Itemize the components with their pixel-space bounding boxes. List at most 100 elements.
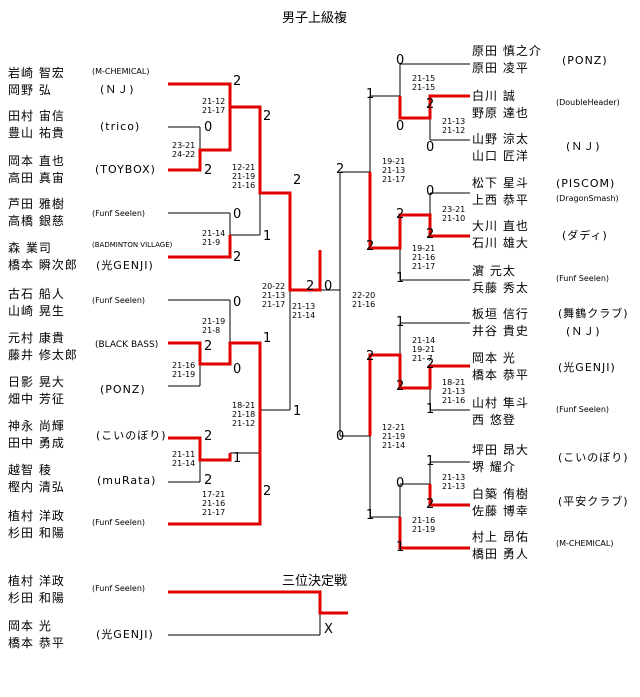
- club-name: (TOYBOX): [95, 163, 156, 176]
- player-name: 高田 真宙: [8, 171, 65, 185]
- game-score: 23-21: [442, 205, 466, 214]
- player-name: 杉田 和陽: [8, 526, 65, 540]
- game-score: 21-15: [412, 74, 436, 83]
- game-scores: 23-21 24-22: [172, 141, 195, 159]
- match-score: 1: [396, 540, 405, 555]
- game-score: 19-21: [412, 345, 436, 354]
- club-name: (光GENJI): [558, 361, 616, 374]
- player-name: 兵藤 秀太: [472, 281, 529, 295]
- game-score: 19-21: [382, 157, 406, 166]
- game-score: 22-20: [352, 291, 376, 300]
- game-scores: 21-16 21-19: [412, 516, 435, 534]
- game-scores: 21-13 21-13: [442, 473, 465, 491]
- game-scores: 21-12 21-17: [202, 97, 225, 115]
- match-score: 0: [324, 279, 333, 294]
- match-score: 2: [396, 379, 405, 394]
- game-scores: 23-21 21-10: [442, 205, 465, 223]
- match-score: 2: [366, 239, 375, 254]
- player-name: 石川 雄大: [472, 236, 529, 250]
- player-name: 橋本 恭平: [8, 636, 65, 650]
- player-name: 橋田 勇人: [472, 547, 529, 561]
- game-score: 21-13: [442, 473, 466, 482]
- game-score: 21-12: [442, 126, 466, 135]
- player-name: 井谷 貴史: [472, 324, 529, 338]
- player-name: 植村 洋政: [8, 574, 65, 588]
- game-score: 21-14: [172, 459, 196, 468]
- game-score: 21-13: [382, 166, 406, 175]
- club-name: (Funf Seelen): [556, 274, 610, 283]
- match-score: 1: [293, 404, 302, 419]
- game-score: 21-14: [412, 336, 436, 345]
- game-scores: 18-21 21-13 21-16: [442, 378, 465, 405]
- game-score: 21-19: [202, 317, 226, 326]
- player-name: 原田 凌平: [472, 61, 529, 75]
- match-score: 2: [336, 162, 345, 177]
- game-score: 21-16: [352, 300, 376, 309]
- game-score: 21-17: [382, 175, 406, 184]
- match-score: 2: [204, 339, 213, 354]
- player-name: 坪田 昂大: [472, 443, 529, 457]
- game-score: 21-19: [172, 370, 196, 379]
- game-score: 21-14: [382, 441, 406, 450]
- game-score: 17-21: [202, 490, 226, 499]
- game-score: 18-21: [442, 378, 466, 387]
- match-score: 2: [263, 484, 272, 499]
- player-name: 山崎 晃生: [8, 304, 65, 318]
- match-score: 1: [263, 229, 272, 244]
- match-score: 0: [426, 140, 435, 155]
- club-name: (ＮＪ): [566, 140, 601, 153]
- match-score: 1: [396, 271, 405, 286]
- game-score: 21-16: [232, 181, 256, 190]
- player-name: 藤井 修太郎: [8, 348, 78, 362]
- match-score: 2: [426, 227, 435, 242]
- game-scores: 21-16 21-19: [172, 361, 195, 379]
- match-score: 1: [366, 508, 375, 523]
- match-score: 2: [396, 207, 405, 222]
- game-scores: 21-11 21-14: [172, 450, 195, 468]
- player-name: 岡本 光: [8, 619, 52, 633]
- third-place-title: 三位決定戦: [282, 574, 348, 589]
- club-name: (こいのぼり): [96, 429, 167, 442]
- match-score: 0: [396, 476, 405, 491]
- match-score: 1: [366, 87, 375, 102]
- match-score: 2: [204, 163, 213, 178]
- player-name: 濵 元太: [472, 264, 516, 278]
- player-name: 西 悠登: [472, 413, 516, 427]
- player-name: 大川 直也: [472, 219, 529, 233]
- game-scores: 21-19 21-8: [202, 317, 225, 335]
- player-name: 芦田 雅樹: [8, 197, 65, 211]
- club-name: (PONZ): [100, 383, 146, 396]
- game-scores: 21-14 19-21 21- 7: [412, 336, 435, 363]
- game-score: 21-18: [232, 410, 256, 419]
- game-score: 24-22: [172, 150, 196, 159]
- club-name: (ダディ): [562, 229, 608, 242]
- match-score: X: [324, 622, 333, 637]
- player-name: 樫内 清弘: [8, 480, 65, 494]
- game-score: 21-16: [412, 253, 436, 262]
- player-name: 豊山 祐貴: [8, 126, 65, 140]
- club-name: (Funf Seelen): [92, 209, 146, 218]
- game-scores: 21-13 21-14: [292, 302, 315, 320]
- match-score: 1: [426, 454, 435, 469]
- club-name: (平安クラブ): [558, 495, 629, 508]
- match-score: 2: [426, 357, 435, 372]
- player-name: 杉田 和陽: [8, 591, 65, 605]
- match-score: 2: [263, 109, 272, 124]
- game-score: 21-16: [202, 499, 226, 508]
- match-score: 0: [396, 119, 405, 134]
- player-name: 畑中 芳征: [8, 392, 65, 406]
- club-name: (ＮＪ): [100, 83, 135, 96]
- game-score: 21- 7: [412, 354, 433, 363]
- player-name: 田中 勇成: [8, 436, 65, 450]
- page-title: 男子上級複: [282, 11, 348, 26]
- game-score: 21-17: [412, 262, 436, 271]
- player-name: 白築 侑樹: [472, 487, 529, 501]
- game-scores: 12-21 21-19 21-16: [232, 163, 255, 190]
- game-scores: 19-21 21-13 21-17: [382, 157, 405, 184]
- club-name: (DoubleHeader): [556, 98, 620, 107]
- game-score: 21-19: [232, 172, 256, 181]
- game-score: 21-13: [262, 291, 286, 300]
- game-score: 21-16: [172, 361, 196, 370]
- player-name: 橋本 瞬次郎: [8, 258, 78, 272]
- player-name: 森 業司: [8, 241, 52, 255]
